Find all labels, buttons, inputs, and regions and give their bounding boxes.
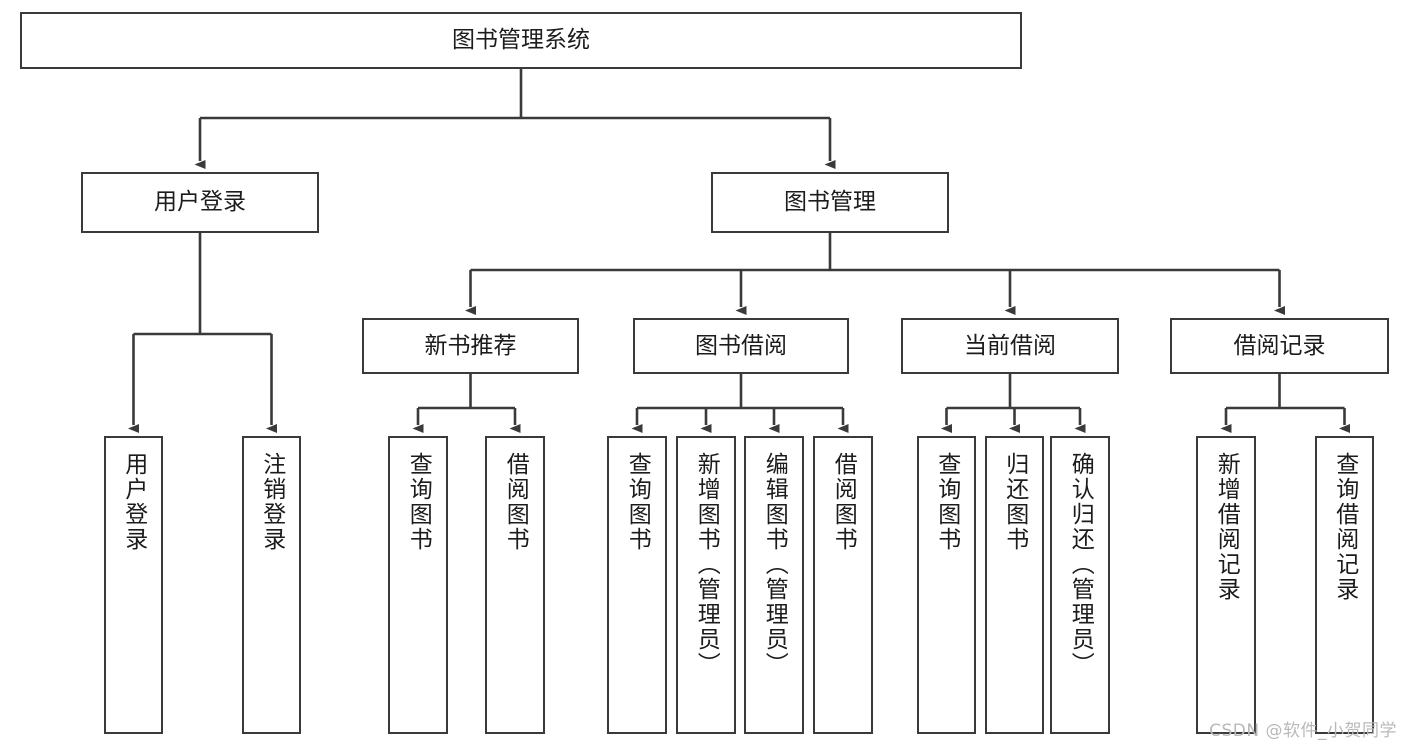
node-label: 归还图书 — [1001, 452, 1028, 552]
node-label: 注销登录 — [258, 452, 285, 552]
node-label: 新增借阅记录 — [1213, 452, 1240, 602]
node-label: 借阅图书 — [830, 452, 857, 552]
node-leaf_9[interactable]: 归还图书 — [985, 436, 1044, 734]
node-l2_1[interactable]: 图书借阅 — [633, 318, 849, 374]
node-label: 借阅记录 — [1233, 332, 1326, 359]
node-l1_1[interactable]: 图书管理 — [711, 172, 949, 233]
node-leaf_2[interactable]: 查询图书 — [388, 436, 448, 734]
node-label: 用户登录 — [120, 452, 147, 552]
node-leaf_3[interactable]: 借阅图书 — [485, 436, 545, 734]
node-l2_3[interactable]: 借阅记录 — [1170, 318, 1389, 374]
node-leaf_11[interactable]: 新增借阅记录 — [1196, 436, 1256, 734]
node-leaf_5[interactable]: 新增图书（管理员） — [676, 436, 736, 734]
node-label: 查询图书 — [933, 452, 960, 552]
node-leaf_7[interactable]: 借阅图书 — [813, 436, 873, 734]
node-label: 借阅图书 — [502, 452, 529, 552]
node-label: 编辑图书（管理员） — [761, 452, 788, 677]
node-l2_2[interactable]: 当前借阅 — [901, 318, 1119, 374]
node-l1_0[interactable]: 用户登录 — [81, 172, 319, 233]
node-label: 查询借阅记录 — [1331, 452, 1358, 602]
node-leaf_4[interactable]: 查询图书 — [607, 436, 667, 734]
node-label: 用户登录 — [154, 189, 246, 216]
node-label: 图书借阅 — [695, 332, 787, 359]
node-l2_0[interactable]: 新书推荐 — [362, 318, 579, 374]
node-label: 新书推荐 — [424, 332, 517, 359]
node-label: 图书管理 — [784, 189, 876, 216]
node-label: 查询图书 — [624, 452, 651, 552]
node-label: 当前借阅 — [964, 332, 1056, 359]
node-leaf_8[interactable]: 查询图书 — [917, 436, 976, 734]
node-label: 图书管理系统 — [452, 27, 590, 54]
node-label: 新增图书（管理员） — [693, 452, 720, 677]
node-leaf_6[interactable]: 编辑图书（管理员） — [744, 436, 804, 734]
node-leaf_12[interactable]: 查询借阅记录 — [1315, 436, 1374, 734]
node-leaf_10[interactable]: 确认归还（管理员） — [1050, 436, 1110, 734]
node-leaf_1[interactable]: 注销登录 — [242, 436, 301, 734]
node-label: 确认归还（管理员） — [1067, 452, 1094, 677]
node-label: 查询图书 — [405, 452, 432, 552]
node-root[interactable]: 图书管理系统 — [20, 12, 1022, 69]
node-leaf_0[interactable]: 用户登录 — [104, 436, 163, 734]
